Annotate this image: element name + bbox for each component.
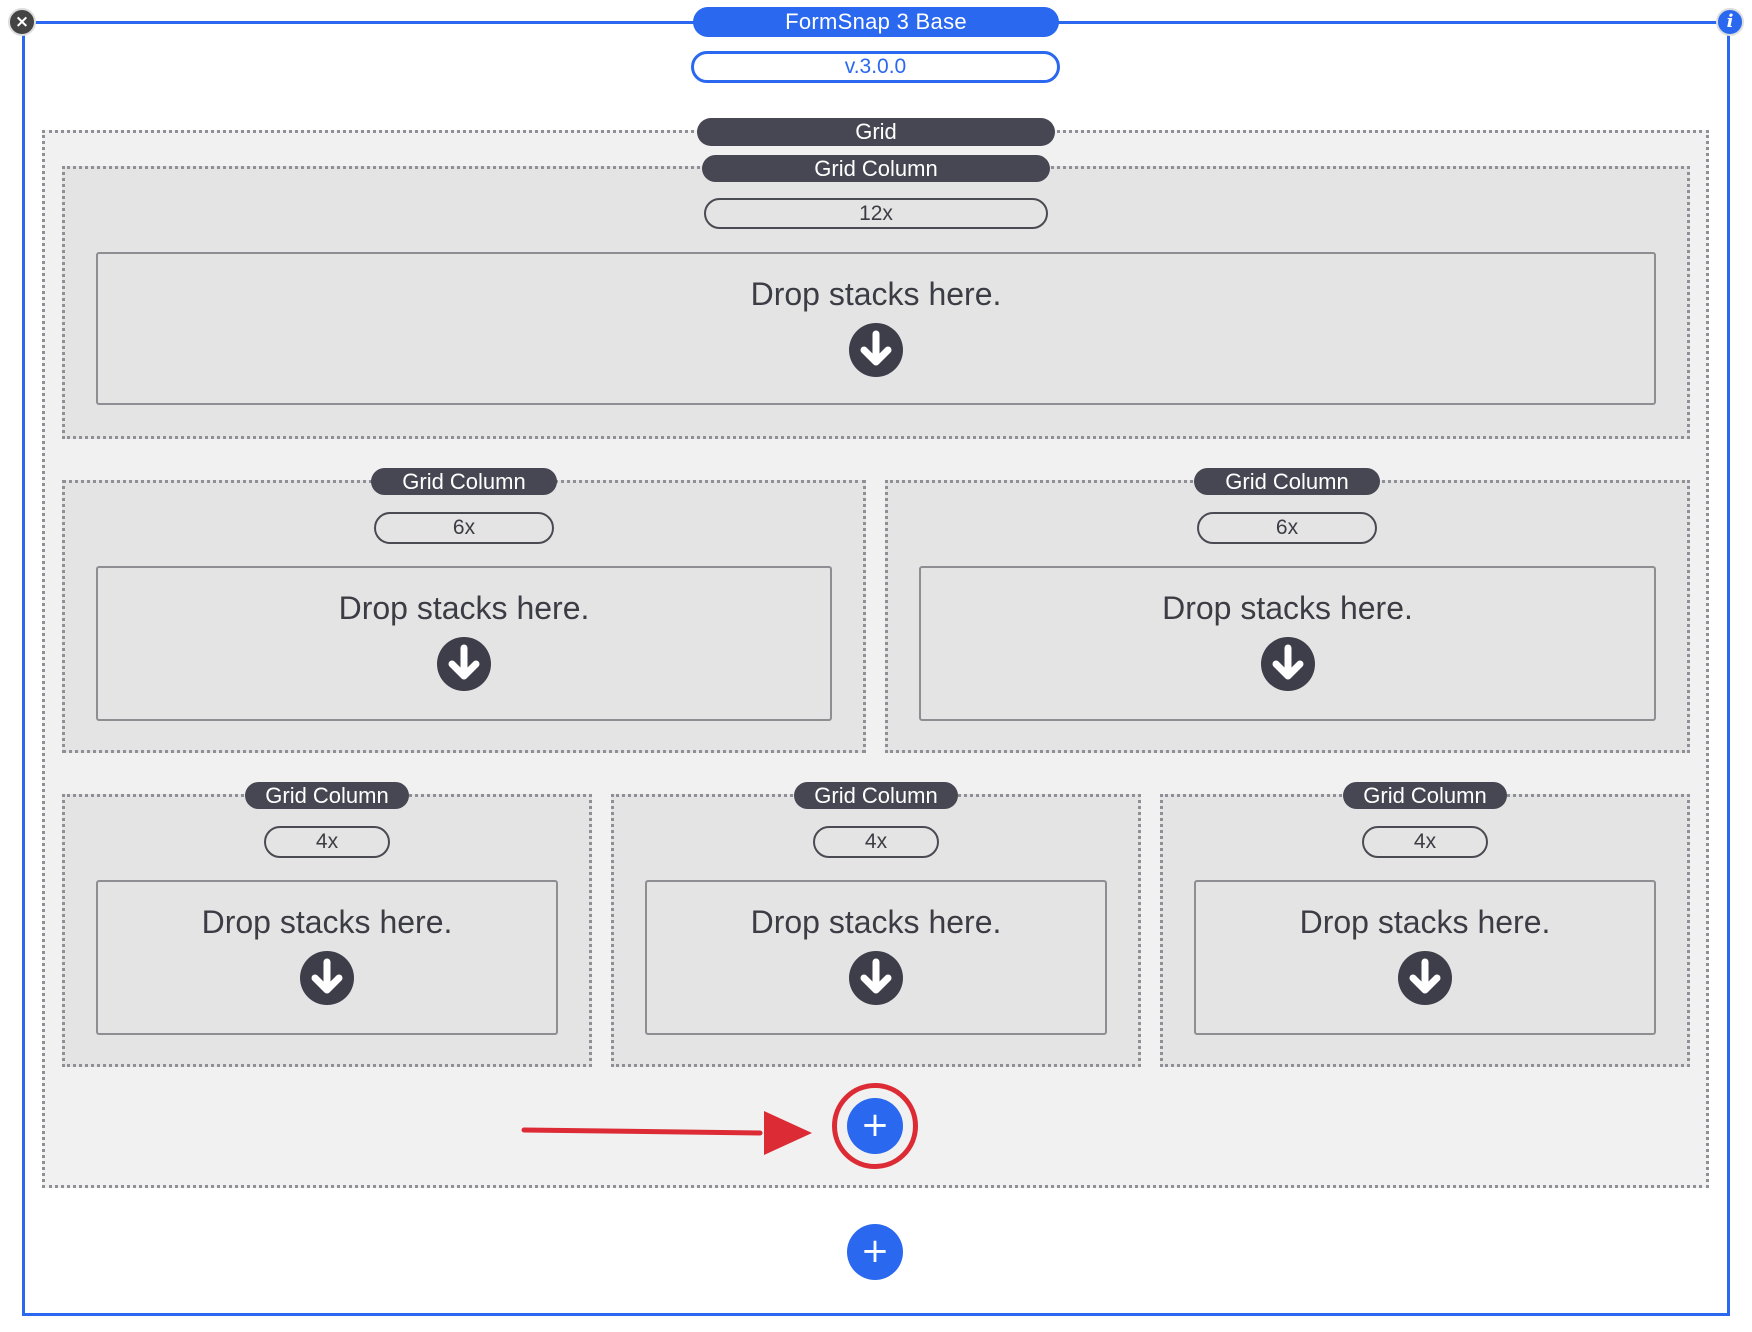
column-size-badge[interactable]: 4x — [264, 826, 390, 858]
add-grid-column-button[interactable]: + — [847, 1098, 903, 1154]
version-badge: v.3.0.0 — [691, 51, 1060, 83]
arrow-down-circle-icon — [849, 323, 903, 377]
stack-drop-zone[interactable]: Drop stacks here. — [96, 252, 1656, 405]
drop-zone-text: Drop stacks here. — [750, 904, 1002, 940]
column-size-badge[interactable]: 4x — [1362, 826, 1488, 858]
add-stack-button[interactable]: + — [847, 1224, 903, 1280]
arrow-down-circle-icon — [849, 951, 903, 1005]
arrow-down-circle-icon — [300, 951, 354, 1005]
grid-label: Grid — [697, 118, 1055, 146]
stack-drop-zone[interactable]: Drop stacks here. — [919, 566, 1656, 721]
column-size-badge[interactable]: 6x — [1197, 512, 1377, 544]
close-icon[interactable]: × — [8, 8, 36, 36]
highlight-ring — [832, 1083, 918, 1169]
info-icon[interactable]: i — [1716, 8, 1744, 36]
red-arrow-annotation — [521, 1111, 812, 1155]
arrow-down-circle-icon — [1260, 637, 1315, 691]
grid-column-label: Grid Column — [1194, 468, 1380, 495]
grid-column-label: Grid Column — [371, 468, 557, 495]
grid-column-label: Grid Column — [702, 155, 1050, 182]
stack-drop-zone[interactable]: Drop stacks here. — [1194, 880, 1656, 1035]
drop-zone-text: Drop stacks here. — [1299, 904, 1551, 940]
stack-drop-zone[interactable]: Drop stacks here. — [645, 880, 1107, 1035]
drop-zone-text: Drop stacks here. — [750, 276, 1002, 312]
base-title: FormSnap 3 Base — [693, 7, 1059, 37]
drop-zone-text: Drop stacks here. — [201, 904, 453, 940]
grid-column-label: Grid Column — [794, 782, 958, 809]
arrow-down-circle-icon — [437, 637, 491, 691]
column-size-badge[interactable]: 4x — [813, 826, 939, 858]
column-size-badge[interactable]: 6x — [374, 512, 554, 544]
stack-drop-zone[interactable]: Drop stacks here. — [96, 566, 832, 721]
column-size-badge[interactable]: 12x — [704, 198, 1048, 229]
arrow-down-circle-icon — [1398, 951, 1452, 1005]
grid-column-label: Grid Column — [1343, 782, 1507, 809]
stack-drop-zone[interactable]: Drop stacks here. — [96, 880, 558, 1035]
drop-zone-text: Drop stacks here. — [1162, 590, 1413, 626]
grid-column-label: Grid Column — [245, 782, 409, 809]
drop-zone-text: Drop stacks here. — [338, 590, 590, 626]
